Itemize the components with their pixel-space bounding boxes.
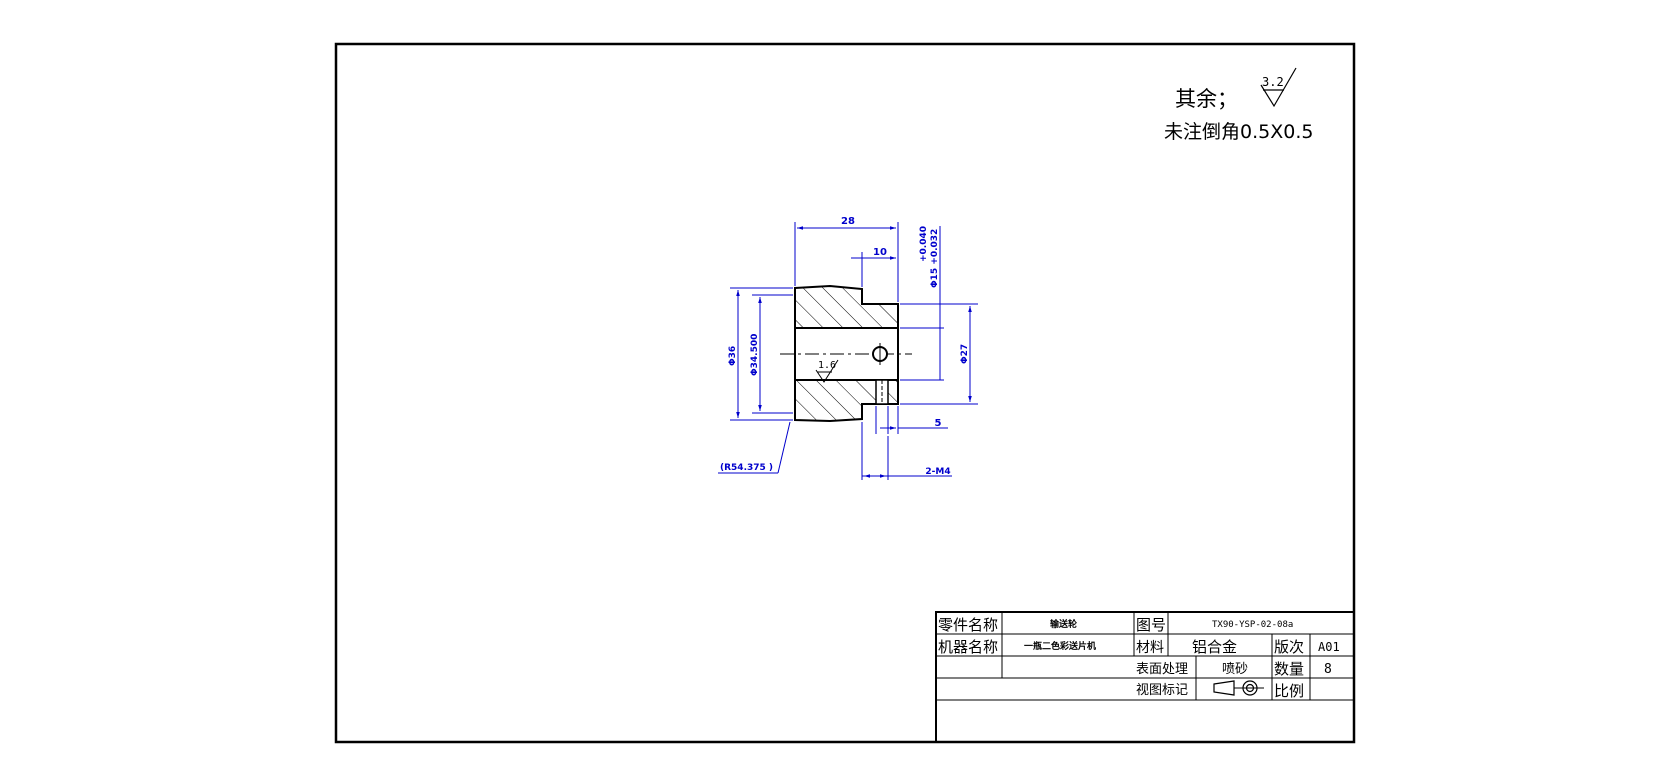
projection-symbol-icon — [1213, 680, 1264, 696]
revision-value: A01 — [1318, 640, 1340, 654]
rest-label: 其余； — [1175, 87, 1238, 111]
machine-name-label: 机器名称 — [938, 638, 998, 656]
machine-name-value: 一瓶二色彩送片机 — [1024, 640, 1096, 652]
material-value: 铝合金 — [1192, 638, 1237, 656]
dim-step-length: 10 — [873, 247, 887, 258]
revision-label: 版次 — [1274, 638, 1304, 656]
dim-hub-diameter: Φ27 — [960, 344, 970, 364]
quantity-label: 数量 — [1274, 660, 1304, 678]
dim-groove-offset: 5 — [935, 418, 942, 429]
roughness-rest-value: 3.2 — [1262, 75, 1284, 89]
roughness-bore-symbol: 1.6 — [815, 359, 839, 383]
title-block-text: 零件名称 输送轮 图号 TX90-YSP-02-08a 机器名称 一瓶二色彩送片… — [938, 616, 1340, 700]
dim-radius: (R54.375 ) — [720, 463, 773, 473]
title-block — [935, 611, 1355, 743]
upper-wall-hatch — [794, 284, 899, 329]
dim-tol-upper: +0.040 — [919, 226, 929, 262]
dimension-labels: 28 10 +0.040 Φ15 +0.032 Φ36 Φ34.500 Φ27 … — [720, 216, 970, 477]
dimensions — [718, 222, 978, 480]
surface-label: 表面处理 — [1136, 662, 1188, 677]
part-name-label: 零件名称 — [938, 616, 998, 634]
quantity-value: 8 — [1324, 662, 1332, 677]
dim-outer-diameter: Φ36 — [728, 346, 738, 366]
roughness-bore-value: 1.6 — [818, 360, 836, 371]
dim-bore: Φ15 +0.032 — [930, 229, 940, 288]
general-notes: 其余； 3.2 未注倒角0.5X0.5 — [1164, 67, 1313, 143]
drawing-border — [334, 42, 1356, 744]
surface-value: 喷砂 — [1222, 662, 1248, 677]
roughness-rest-symbol: 3.2 — [1260, 67, 1297, 108]
material-label: 材料 — [1136, 640, 1164, 656]
part-name-value: 输送轮 — [1050, 618, 1077, 630]
drawing-no-value: TX90-YSP-02-08a — [1212, 620, 1293, 630]
part-section-view: 1.6 — [780, 284, 912, 423]
dim-overall-length: 28 — [841, 216, 855, 227]
view-label: 视图标记 — [1136, 683, 1188, 698]
drawing-no-label: 图号 — [1136, 616, 1166, 634]
scale-label: 比例 — [1274, 682, 1304, 700]
chamfer-note: 未注倒角0.5X0.5 — [1164, 121, 1313, 143]
dim-step-diameter: Φ34.500 — [750, 334, 760, 376]
dim-holes: 2-M4 — [925, 467, 950, 477]
